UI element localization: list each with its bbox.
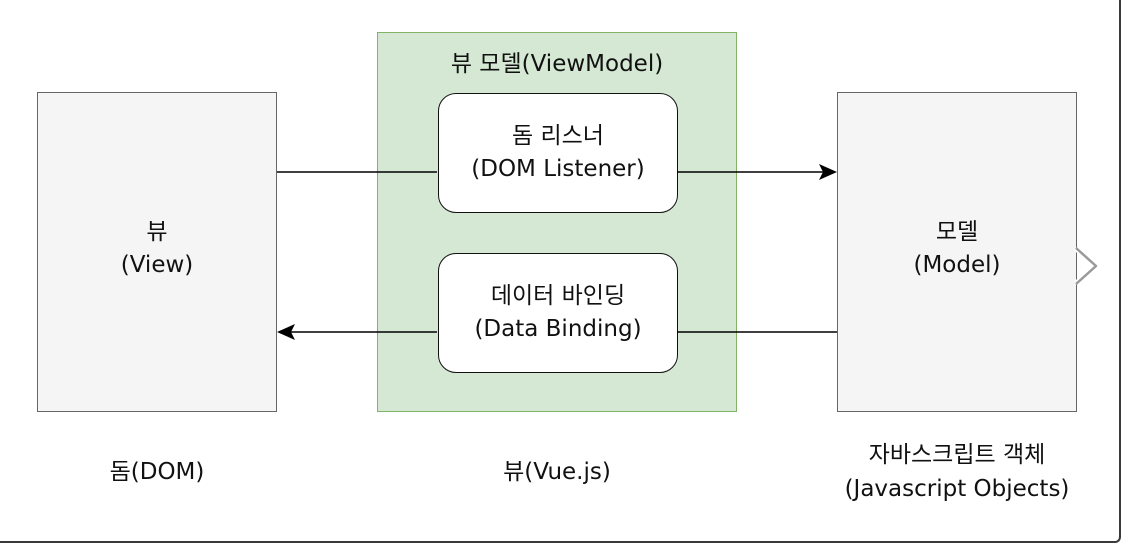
dom-listener-box: 돔 리스너 (DOM Listener) bbox=[438, 93, 678, 213]
data-binding-label-ko: 데이터 바인딩 bbox=[490, 283, 626, 309]
caption-vue: 뷰(Vue.js) bbox=[503, 459, 611, 485]
view-box: 뷰 (View) bbox=[37, 92, 277, 412]
caption-javascript-objects-en: (Javascript Objects) bbox=[844, 476, 1070, 502]
chevron-right-icon-glyph bbox=[1073, 245, 1099, 287]
view-box-label: 뷰 (View) bbox=[38, 216, 276, 282]
model-box-label-ko: 모델 bbox=[935, 219, 979, 245]
model-box-label: 모델 (Model) bbox=[838, 216, 1076, 282]
chevron-right-icon[interactable] bbox=[1070, 245, 1104, 287]
caption-dom: 돔(DOM) bbox=[109, 459, 205, 485]
data-binding-label: 데이터 바인딩 (Data Binding) bbox=[439, 280, 677, 346]
model-box: 모델 (Model) bbox=[837, 92, 1077, 412]
caption-javascript-objects: 자바스크립트 객체 (Javascript Objects) bbox=[812, 438, 1102, 506]
dom-listener-label: 돔 리스너 (DOM Listener) bbox=[439, 120, 677, 186]
dom-listener-label-ko: 돔 리스너 bbox=[512, 123, 604, 149]
viewmodel-container: 뷰 모델(ViewModel) 돔 리스너 (DOM Listener) 데이터… bbox=[377, 32, 737, 412]
model-box-label-en: (Model) bbox=[913, 252, 1001, 278]
data-binding-label-en: (Data Binding) bbox=[474, 316, 642, 342]
dom-listener-label-en: (DOM Listener) bbox=[471, 156, 645, 182]
view-box-label-en: (View) bbox=[120, 252, 194, 278]
viewmodel-title: 뷰 모델(ViewModel) bbox=[450, 51, 664, 77]
caption-javascript-objects-ko: 자바스크립트 객체 bbox=[868, 442, 1046, 468]
view-box-label-ko: 뷰 bbox=[146, 219, 168, 245]
data-binding-box: 데이터 바인딩 (Data Binding) bbox=[438, 253, 678, 373]
